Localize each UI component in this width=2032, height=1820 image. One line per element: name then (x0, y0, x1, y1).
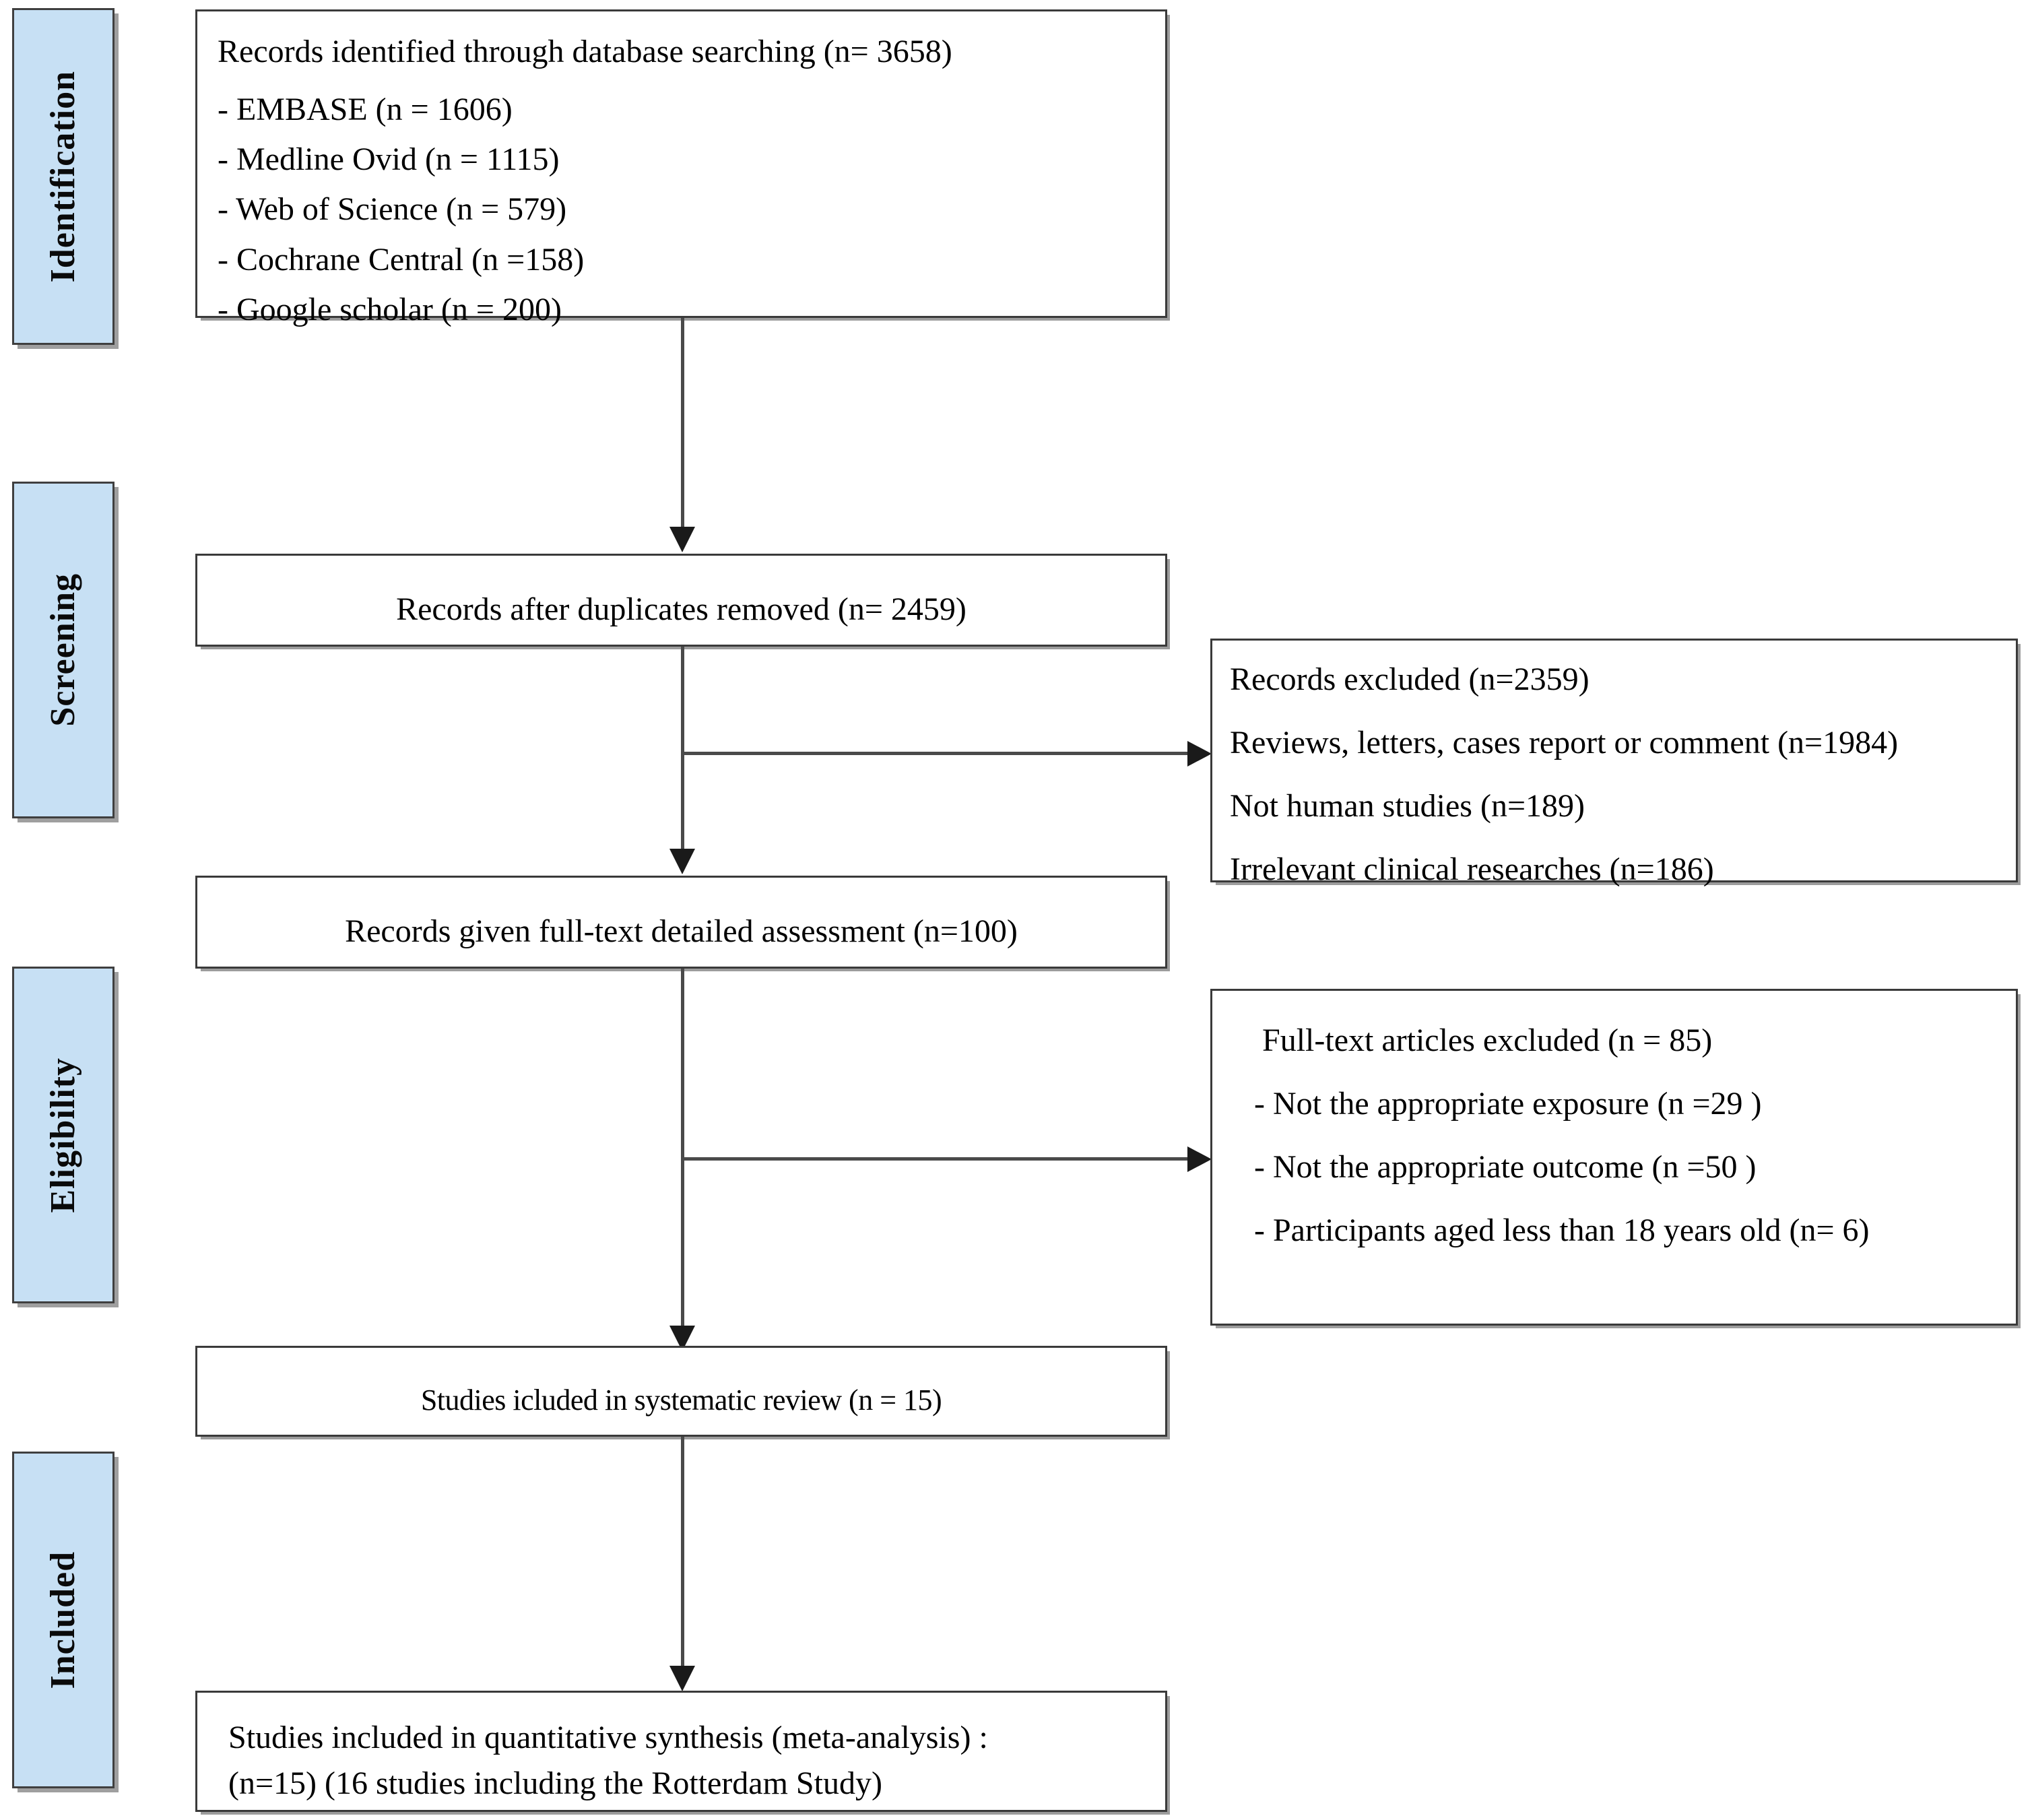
arrow-systematic-to-meta (669, 1666, 695, 1691)
connector-identified-to-duplicates (681, 318, 684, 527)
box-records-excluded: Records excluded (n=2359) Reviews, lette… (1210, 639, 2018, 887)
fulltext-excluded-age: - Participants aged less than 18 years o… (1254, 1212, 1870, 1249)
records-excluded-not-human: Not human studies (n=189) (1230, 788, 1585, 824)
fulltext-assessment-text: Records given full-text detailed assessm… (345, 913, 1018, 949)
box-records-after-duplicates-body: Records after duplicates removed (n= 245… (197, 556, 1165, 663)
meta-analysis-line-1: Studies included in quantitative synthes… (228, 1719, 988, 1755)
records-excluded-reviews-letters: Reviews, letters, cases report or commen… (1230, 725, 1899, 761)
source-cochrane-central: - Cochrane Central (n =158) (218, 241, 585, 278)
records-excluded-irrelevant: Irrelevant clinical researches (n=186) (1230, 851, 1714, 888)
box-fulltext-assessment-body: Records given full-text detailed assessm… (197, 878, 1165, 985)
fulltext-excluded-exposure: - Not the appropriate exposure (n =29 ) (1254, 1086, 1762, 1122)
systematic-review-text: Studies icluded in systematic review (n … (420, 1384, 942, 1417)
connector-eligibility-exclusions (681, 1157, 1187, 1161)
records-after-duplicates-text: Records after duplicates removed (n= 245… (396, 591, 966, 627)
source-web-of-science: - Web of Science (n = 579) (218, 191, 567, 228)
records-excluded-total: Records excluded (n=2359) (1230, 661, 1589, 697)
stage-label-included: Included (12, 1452, 114, 1788)
records-identified-heading: Records identified through database sear… (218, 34, 952, 69)
stage-label-screening-text: Screening (44, 573, 82, 727)
stage-label-identification-text: Identification (44, 70, 82, 283)
stage-label-eligibility-text: Eligibility (44, 1057, 82, 1213)
box-records-identified-body: Records identified through database sear… (197, 11, 1165, 350)
box-meta-analysis: Studies included in quantitative synthes… (195, 1691, 1167, 1812)
arrow-identified-to-duplicates (669, 527, 695, 552)
box-systematic-review-body: Studies icluded in systematic review (n … (197, 1348, 1165, 1454)
connector-duplicates-to-fulltext (681, 647, 684, 849)
box-fulltext-excluded-body: Full-text articles excluded (n = 85) - N… (1212, 991, 2016, 1281)
connector-screening-exclusions (681, 752, 1187, 755)
stage-label-identification: Identification (12, 8, 114, 345)
source-embase: - EMBASE (n = 1606) (218, 92, 513, 128)
fulltext-excluded-outcome: - Not the appropriate outcome (n =50 ) (1254, 1149, 1757, 1185)
source-medline-ovid: - Medline Ovid (n = 1115) (218, 141, 560, 178)
box-fulltext-assessment: Records given full-text detailed assessm… (195, 876, 1167, 969)
connector-systematic-to-meta (681, 1437, 684, 1666)
box-systematic-review: Studies icluded in systematic review (n … (195, 1346, 1167, 1437)
arrow-duplicates-to-fulltext (669, 849, 695, 874)
box-records-excluded-body: Records excluded (n=2359) Reviews, lette… (1212, 641, 2016, 909)
box-records-after-duplicates: Records after duplicates removed (n= 245… (195, 554, 1167, 647)
arrow-eligibility-exclusions (1187, 1146, 1212, 1172)
box-fulltext-excluded: Full-text articles excluded (n = 85) - N… (1210, 989, 2018, 1326)
box-meta-analysis-body: Studies included in quantitative synthes… (197, 1693, 1165, 1820)
arrow-screening-exclusions (1187, 741, 1212, 767)
stage-label-included-text: Included (44, 1551, 82, 1689)
stage-label-screening: Screening (12, 482, 114, 818)
connector-fulltext-to-systematic (681, 969, 684, 1326)
fulltext-excluded-heading: Full-text articles excluded (n = 85) (1262, 1022, 1713, 1058)
stage-label-eligibility: Eligibility (12, 967, 114, 1303)
meta-analysis-line-2: (n=15) (16 studies including the Rotterd… (228, 1765, 882, 1801)
box-records-identified: Records identified through database sear… (195, 9, 1167, 327)
source-google-scholar: - Google scholar (n = 200) (218, 291, 562, 327)
